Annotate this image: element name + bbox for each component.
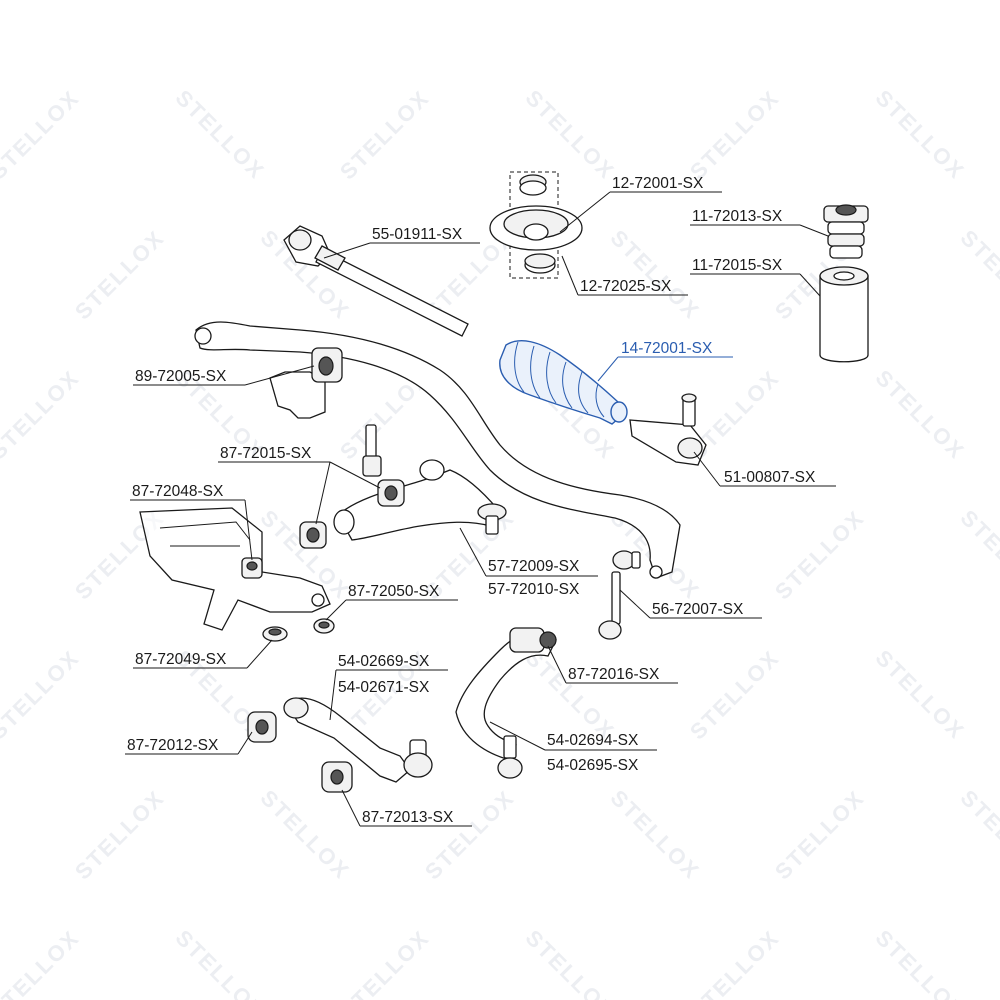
part-label[interactable]: 51-00807-SX — [724, 469, 816, 486]
watermark-logo-text: STELLOX — [770, 785, 869, 884]
part-label[interactable]: 87-72050-SX — [348, 583, 440, 600]
part-label[interactable]: 55-01911-SX — [372, 226, 463, 243]
part-label[interactable]: 56-72007-SX — [652, 601, 744, 618]
part-label[interactable]: 87-72049-SX — [135, 651, 227, 668]
watermark-logo-text: STELLOX — [0, 365, 84, 464]
watermark-logo-text: STELLOX — [335, 925, 434, 1000]
watermark-logo-text: STELLOX — [606, 785, 705, 884]
watermark-logo-text: STELLOX — [956, 785, 1000, 884]
part-label[interactable]: 12-72001-SX — [612, 175, 704, 192]
watermark-logo-text: STELLOX — [335, 85, 434, 184]
arm-bushings — [247, 711, 353, 793]
bump-stop — [823, 204, 869, 259]
watermark-logo-text: STELLOX — [685, 645, 784, 744]
part-label[interactable]: 54-02671-SX — [338, 679, 430, 696]
watermark-logo-text: STELLOX — [770, 505, 869, 604]
watermark-logo-text: STELLOX — [685, 925, 784, 1000]
stabilizer-bushing — [269, 347, 343, 419]
part-label[interactable]: 57-72009-SX — [488, 558, 580, 575]
watermark-logo-text: STELLOX — [0, 925, 84, 1000]
watermark-logo-text: STELLOX — [685, 85, 784, 184]
part-label[interactable]: 87-72013-SX — [362, 809, 454, 826]
dust-cover — [819, 266, 869, 363]
inner-tie-rod — [283, 225, 469, 337]
part-label[interactable]: 11-72015-SX — [692, 257, 783, 274]
watermark-logo-text: STELLOX — [956, 225, 1000, 324]
watermark-logo-text: STELLOX — [871, 645, 970, 744]
part-label[interactable]: 89-72005-SX — [135, 368, 227, 385]
watermark-logo-text: STELLOX — [420, 785, 519, 884]
watermark-logo-text: STELLOX — [956, 505, 1000, 604]
watermark-logo-text: STELLOX — [871, 85, 970, 184]
part-label[interactable]: 87-72048-SX — [132, 483, 224, 500]
lower-link-arm — [283, 697, 433, 783]
watermark-logo-text: STELLOX — [171, 85, 270, 184]
watermark-logo-text: STELLOX — [256, 785, 355, 884]
part-label[interactable]: 87-72015-SX — [220, 445, 312, 462]
tie-rod-end — [629, 393, 707, 466]
part-label[interactable]: 54-02694-SX — [547, 732, 639, 749]
lower-control-arm — [455, 627, 557, 779]
strut-mount-assembly — [489, 171, 583, 279]
watermark-logo-text: STELLOX — [70, 225, 169, 324]
watermark-logo-text: STELLOX — [521, 85, 620, 184]
part-label[interactable]: 54-02669-SX — [338, 653, 430, 670]
watermark-logo-text: STELLOX — [70, 785, 169, 884]
watermark-logo-text: STELLOX — [521, 645, 620, 744]
stabilizer-link — [598, 550, 641, 640]
watermark-logo-text: STELLOX — [0, 85, 84, 184]
subframe — [139, 507, 331, 631]
part-label[interactable]: 54-02695-SX — [547, 757, 639, 774]
watermark-logo-text: STELLOX — [871, 925, 970, 1000]
watermark-logo-text: STELLOX — [606, 225, 705, 324]
part-label-highlighted[interactable]: 14-72001-SX — [621, 340, 713, 357]
watermark-logo-text: STELLOX — [871, 365, 970, 464]
bolt — [362, 424, 382, 477]
leader-lines — [125, 191, 836, 827]
watermark-logo-text: STELLOX — [0, 645, 84, 744]
watermark-logo-text: STELLOX — [521, 925, 620, 1000]
part-label[interactable]: 12-72025-SX — [580, 278, 672, 295]
part-label[interactable]: 11-72013-SX — [692, 208, 783, 225]
watermark-logo-text: STELLOX — [171, 925, 270, 1000]
part-label[interactable]: 57-72010-SX — [488, 581, 580, 598]
stabilizer-bar — [194, 321, 681, 579]
upper-arm-bushings — [299, 479, 405, 549]
subframe-bushings — [262, 618, 335, 642]
part-label[interactable]: 87-72012-SX — [127, 737, 219, 754]
part-labels: 12-72001-SX 11-72013-SX 55-01911-SX 11-7… — [127, 175, 816, 826]
steering-rack-boot — [499, 340, 628, 425]
part-label[interactable]: 87-72016-SX — [568, 666, 660, 683]
